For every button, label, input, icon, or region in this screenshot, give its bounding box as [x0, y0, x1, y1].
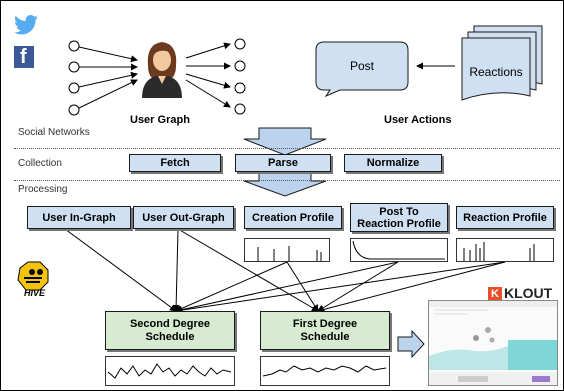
klout-logo-mark: K — [488, 287, 502, 301]
reactions-stack — [461, 25, 543, 101]
post-to-reaction-chart — [350, 238, 448, 262]
second-degree-schedule-box: Second Degree Schedule — [105, 311, 235, 350]
twitter-icon — [14, 15, 38, 35]
section-collection: Collection — [18, 158, 62, 169]
user-actions-label: User Actions — [384, 114, 452, 126]
user-out-graph-box: User Out-Graph — [133, 206, 234, 229]
first-degree-line2: Schedule — [300, 330, 350, 343]
user-graph-label: User Graph — [130, 114, 190, 126]
first-degree-schedule-box: First Degree Schedule — [260, 311, 390, 350]
in-graph-nodes — [68, 40, 80, 116]
in-graph-edges — [78, 46, 138, 109]
post-label: Post — [349, 59, 374, 73]
facebook-icon: f — [14, 46, 34, 68]
post-to-reaction-line2: Reaction Profile — [357, 217, 441, 230]
divider-1 — [14, 148, 560, 149]
fetch-step: Fetch — [129, 154, 221, 172]
reaction-profile-chart — [456, 238, 554, 262]
down-arrow-processing — [243, 171, 327, 197]
parse-step: Parse — [235, 154, 331, 172]
second-degree-line2: Schedule — [145, 330, 195, 343]
post-to-reaction-profile-box: Post To Reaction Profile — [350, 203, 448, 232]
reaction-profile-box: Reaction Profile — [456, 206, 554, 229]
first-degree-schedule-chart — [260, 356, 390, 386]
second-degree-line1: Second Degree — [129, 317, 211, 330]
arrow-to-klout — [397, 329, 425, 359]
user-avatar-icon — [142, 42, 182, 98]
klout-dashboard-thumbnail — [428, 300, 558, 386]
hive-logo-icon — [17, 261, 49, 291]
post-to-reaction-line1: Post To — [379, 205, 419, 218]
post-shape — [315, 41, 409, 98]
second-degree-schedule-chart — [105, 356, 235, 386]
klout-logo-text: KLOUT — [504, 285, 553, 301]
out-graph-nodes — [234, 38, 246, 115]
reactions-label: Reactions — [469, 65, 523, 79]
down-arrow-collection — [243, 127, 327, 156]
creation-profile-box: Creation Profile — [244, 206, 342, 229]
section-social-networks: Social Networks — [18, 127, 90, 138]
hive-logo-text: HIVE — [24, 288, 46, 298]
dependency-edges — [64, 228, 506, 314]
section-processing: Processing — [18, 184, 68, 195]
first-degree-line1: First Degree — [292, 317, 358, 330]
facebook-glyph: f — [20, 46, 27, 68]
out-graph-edges — [185, 42, 231, 108]
creation-profile-chart — [244, 238, 330, 262]
user-in-graph-box: User In-Graph — [27, 206, 131, 229]
divider-2 — [14, 180, 560, 181]
normalize-step: Normalize — [344, 154, 442, 172]
